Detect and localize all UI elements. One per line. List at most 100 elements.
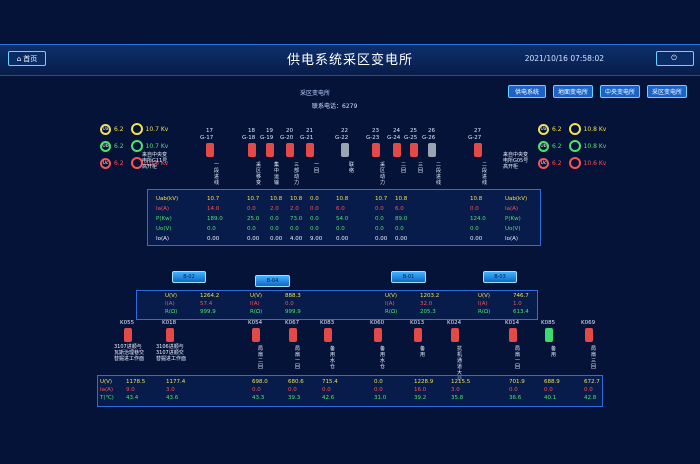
top-table-cell: 0.00: [247, 236, 260, 242]
bottom-row-label: U(V): [100, 379, 113, 385]
nav-button-supply-system[interactable]: 供电系统: [508, 85, 546, 98]
switch-device[interactable]: [372, 143, 380, 157]
top-table-cell: 0.0: [290, 226, 299, 232]
bottom-table-cell: 43.4: [126, 395, 139, 401]
feeder-device[interactable]: [585, 328, 593, 342]
bottom-table-cell: 1178.5: [126, 379, 146, 385]
device-id: K013: [410, 320, 425, 326]
bottom-table-cell: 42.6: [322, 395, 335, 401]
left-source-label: 来自中央变电所G11号高开柜: [142, 152, 168, 170]
top-table-cell: 54.0: [336, 216, 349, 222]
switch-id: G-18: [242, 135, 256, 141]
switch-device[interactable]: [428, 143, 436, 157]
mid-row-label: U(V): [385, 293, 398, 299]
feeder-device[interactable]: [509, 328, 517, 342]
right-source-label: 来自中央变电所G05号高开柜: [503, 152, 529, 170]
bottom-table-cell: 3.0: [451, 387, 460, 393]
uca-ring: [130, 157, 143, 169]
device-id: K085: [541, 320, 556, 326]
switch-number: 23: [372, 128, 379, 134]
bottom-table-cell: 0.0: [374, 387, 383, 393]
switch-label: 一回: [314, 162, 320, 174]
ubc-ring: [130, 140, 143, 152]
mid-table-cell: 1203.2: [420, 293, 440, 299]
mid-table-cell: 999.9: [200, 309, 216, 315]
top-table-cell: 0.0: [375, 206, 384, 212]
feeder-label: 备用水仓: [380, 346, 386, 370]
feeder-label: 3107进顺与瓦斯治理巷交替掘进工作面: [114, 344, 145, 362]
bottom-table-cell: 43.3: [252, 395, 265, 401]
feeder-device[interactable]: [166, 328, 174, 342]
switch-device[interactable]: [393, 143, 401, 157]
top-table-cell: 0.0: [336, 226, 345, 232]
top-table-cell: 0.0: [207, 226, 216, 232]
switch-number: 27: [474, 128, 481, 134]
switch-device[interactable]: [341, 143, 349, 157]
top-table-cell: 10.7: [247, 196, 260, 202]
mid-row-label: U(V): [250, 293, 263, 299]
uab-kv: 10.7 Kv: [145, 125, 169, 133]
switch-id: G-24: [387, 135, 401, 141]
switch-device[interactable]: [410, 143, 418, 157]
top-table-cell: 0.0: [375, 216, 384, 222]
uca-kv: 10.6 Kv: [145, 159, 169, 167]
switch-device[interactable]: [474, 143, 482, 157]
feeder-device[interactable]: [289, 328, 297, 342]
switch-device[interactable]: [206, 143, 214, 157]
feeder-device[interactable]: [545, 328, 553, 342]
r-ub-ring: Ub: [538, 140, 549, 152]
top-table-cell: 0.0: [247, 226, 256, 232]
bottom-table-cell: 1215.5: [451, 379, 471, 385]
feeder-label: 局扇二回: [258, 346, 264, 370]
top-table-cell: 10.7: [375, 196, 388, 202]
feeder-device[interactable]: [451, 328, 459, 342]
top-table-cell: 0.00: [270, 236, 283, 242]
switch-device[interactable]: [306, 143, 314, 157]
top-table-cell: 0.0: [470, 226, 479, 232]
r-ubc-ring: [568, 140, 581, 152]
page-title: 供电系统采区变电所: [286, 53, 413, 68]
right-voltage-ua: Ua 6.2 10.8 Kv: [538, 123, 606, 135]
switch-number: 24: [393, 128, 400, 134]
feeder-device[interactable]: [414, 328, 422, 342]
header-bar: [0, 44, 700, 76]
mid-table-cell: 999.9: [285, 309, 301, 315]
feeder-device[interactable]: [324, 328, 332, 342]
device-id: K054: [248, 320, 263, 326]
mid-row-label: R(Ω): [478, 309, 491, 315]
top-table-cell: 0.0: [375, 226, 384, 232]
switch-device[interactable]: [286, 143, 294, 157]
bottom-data-table: [97, 375, 603, 407]
switch-label: 三部动力: [294, 162, 300, 186]
mid-table-cell: 613.4: [513, 309, 529, 315]
feeder-device[interactable]: [252, 328, 260, 342]
nav-button-mining-substation[interactable]: 采区变电所: [647, 85, 687, 98]
nav-button-central-substation[interactable]: 中央变电所: [600, 85, 640, 98]
power-button[interactable]: ⏻: [656, 51, 694, 66]
switch-label: 二段进线: [482, 162, 488, 186]
feeder-device[interactable]: [374, 328, 382, 342]
top-table-cell: 73.0: [290, 216, 303, 222]
datetime: 2021/10/16 07:58:02: [524, 54, 604, 63]
top-row-label-right: Uab(kV): [505, 196, 528, 202]
top-table-cell: 0.0: [470, 206, 479, 212]
bottom-row-label: T(℃): [100, 395, 114, 401]
home-button[interactable]: ⌂ 首页: [8, 51, 46, 66]
switch-number: 19: [266, 128, 273, 134]
uc-ring: Uc: [100, 157, 111, 169]
switch-device[interactable]: [266, 143, 274, 157]
top-table-cell: 0.00: [470, 236, 483, 242]
switch-id: G-17: [200, 135, 214, 141]
bottom-table-cell: 9.0: [126, 387, 135, 393]
top-table-cell: 0.0: [270, 226, 279, 232]
switch-device[interactable]: [248, 143, 256, 157]
nav-button-ground-substation[interactable]: 地面变电所: [553, 85, 593, 98]
switch-id: G-22: [335, 135, 349, 141]
bottom-table-cell: 715.4: [322, 379, 338, 385]
feeder-device[interactable]: [124, 328, 132, 342]
home-label: 首页: [23, 54, 38, 63]
r-ua-ring: Ua: [538, 123, 549, 135]
bottom-table-cell: 0.0: [584, 387, 593, 393]
ua-value: 6.2: [114, 125, 124, 133]
top-data-table: [147, 189, 541, 246]
